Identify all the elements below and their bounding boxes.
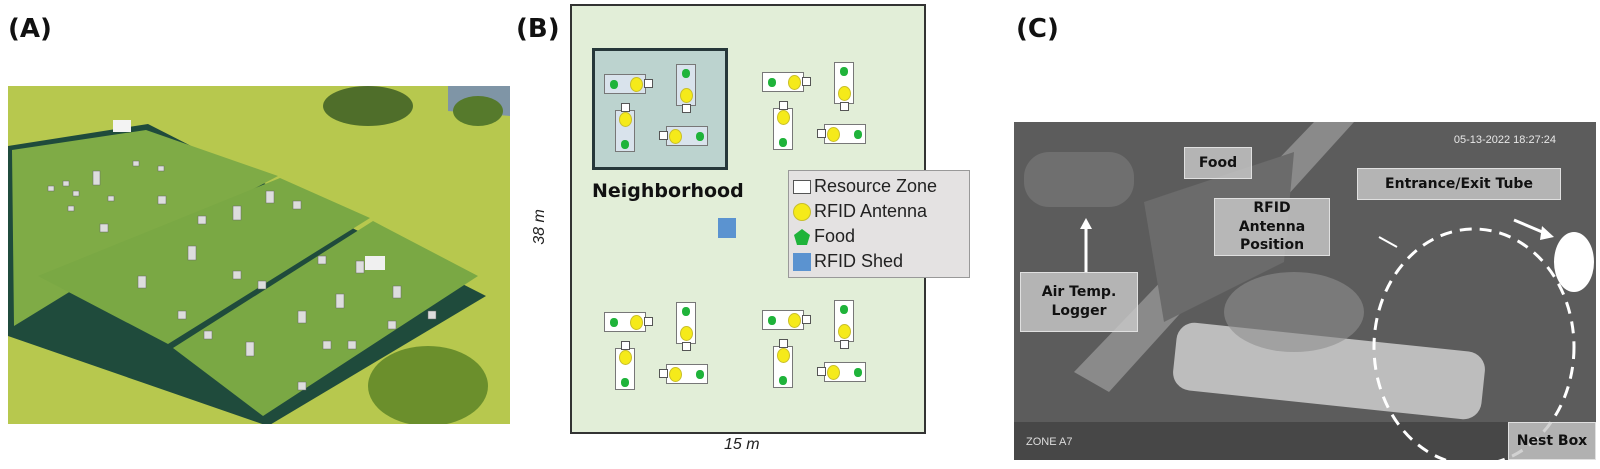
food-marker <box>621 140 629 149</box>
rfid-antenna-marker <box>630 315 643 330</box>
entrance-tab <box>802 315 811 324</box>
rfid-antenna-marker <box>669 129 682 144</box>
rfid-antenna-icon <box>793 202 811 221</box>
food-marker <box>682 307 690 316</box>
entrance-tab <box>644 79 653 88</box>
food-marker <box>696 132 704 141</box>
rfid-antenna-marker <box>788 313 801 328</box>
rfid-antenna-marker <box>680 88 693 103</box>
food-marker <box>854 130 862 139</box>
nest-camera-frame: 05-13-2022 18:27:24 ZONE A7 Food Entranc… <box>1014 122 1596 460</box>
nest-box-outline <box>1372 227 1576 460</box>
entrance-tab <box>659 369 668 378</box>
entrance-tab <box>779 339 788 348</box>
food-marker <box>854 368 862 377</box>
legend-label: Resource Zone <box>814 176 938 196</box>
neighborhood-label: Neighborhood <box>592 180 744 202</box>
legend-item-food: Food <box>793 224 965 249</box>
rfid-antenna-marker <box>838 86 851 101</box>
legend-item-rfid-antenna: RFID Antenna <box>793 199 965 224</box>
panel-a-label: (A) <box>8 14 52 44</box>
entrance-tab <box>621 341 630 350</box>
rfid-antenna-marker <box>630 77 643 92</box>
legend-item-rfid-shed: RFID Shed <box>793 249 965 274</box>
rfid-antenna-marker <box>827 127 840 142</box>
air-temp-logger-annotation: Air Temp. Logger <box>1020 272 1138 332</box>
rfid-antenna-marker <box>788 75 801 90</box>
food-annotation: Food <box>1184 147 1252 179</box>
food-marker <box>840 305 848 314</box>
food-marker <box>768 78 776 87</box>
aerial-field-photo <box>8 86 510 424</box>
x-dimension-label: 15 m <box>724 436 760 453</box>
entrance-tab <box>682 342 691 351</box>
panel-b-label: (B) <box>516 14 560 44</box>
food-icon <box>794 228 810 245</box>
entrance-tab <box>659 131 668 140</box>
entrance-tab <box>817 367 826 376</box>
nest-box-annotation: Nest Box <box>1508 422 1596 460</box>
aerial-photo-illustration <box>8 86 510 424</box>
food-marker <box>682 69 690 78</box>
entrance-tab <box>802 77 811 86</box>
entrance-tab <box>682 104 691 113</box>
y-dimension-label: 38 m <box>530 209 548 245</box>
entrance-tab <box>644 317 653 326</box>
entrance-tab <box>840 340 849 349</box>
entrance-tube-annotation: Entrance/Exit Tube <box>1357 168 1561 200</box>
rfid-shed-icon <box>793 252 811 271</box>
rfid-antenna-marker <box>680 326 693 341</box>
food-marker <box>779 138 787 147</box>
legend-item-resource-zone: Resource Zone <box>793 174 965 199</box>
legend-label: RFID Antenna <box>814 201 928 221</box>
rfid-antenna-annotation: RFID Antenna Position <box>1214 198 1330 256</box>
entrance-tab <box>779 101 788 110</box>
panel-c-label: (C) <box>1016 14 1059 44</box>
legend-label: Food <box>814 226 856 246</box>
rfid-shed-marker <box>718 218 736 238</box>
food-marker <box>840 67 848 76</box>
rfid-antenna-marker <box>669 367 682 382</box>
entrance-tab <box>840 102 849 111</box>
camera-zone-label: ZONE A7 <box>1026 436 1073 448</box>
resource-zone-icon <box>793 179 811 194</box>
rfid-antenna-marker <box>777 110 790 125</box>
legend: Resource Zone RFID Antenna Food RFID She… <box>788 170 970 278</box>
food-marker <box>768 316 776 325</box>
rfid-antenna-marker <box>838 324 851 339</box>
food-marker <box>696 370 704 379</box>
neighborhood-highlight <box>592 48 728 170</box>
food-marker <box>610 80 618 89</box>
rfid-antenna-marker <box>619 112 632 127</box>
entrance-tab <box>621 103 630 112</box>
rfid-antenna-marker <box>619 350 632 365</box>
rfid-antenna-marker <box>827 365 840 380</box>
food-marker <box>621 378 629 387</box>
camera-timestamp: 05-13-2022 18:27:24 <box>1453 134 1556 146</box>
food-marker <box>779 376 787 385</box>
legend-label: RFID Shed <box>814 251 904 271</box>
entrance-tab <box>817 129 826 138</box>
rfid-antenna-marker <box>777 348 790 363</box>
food-marker <box>610 318 618 327</box>
